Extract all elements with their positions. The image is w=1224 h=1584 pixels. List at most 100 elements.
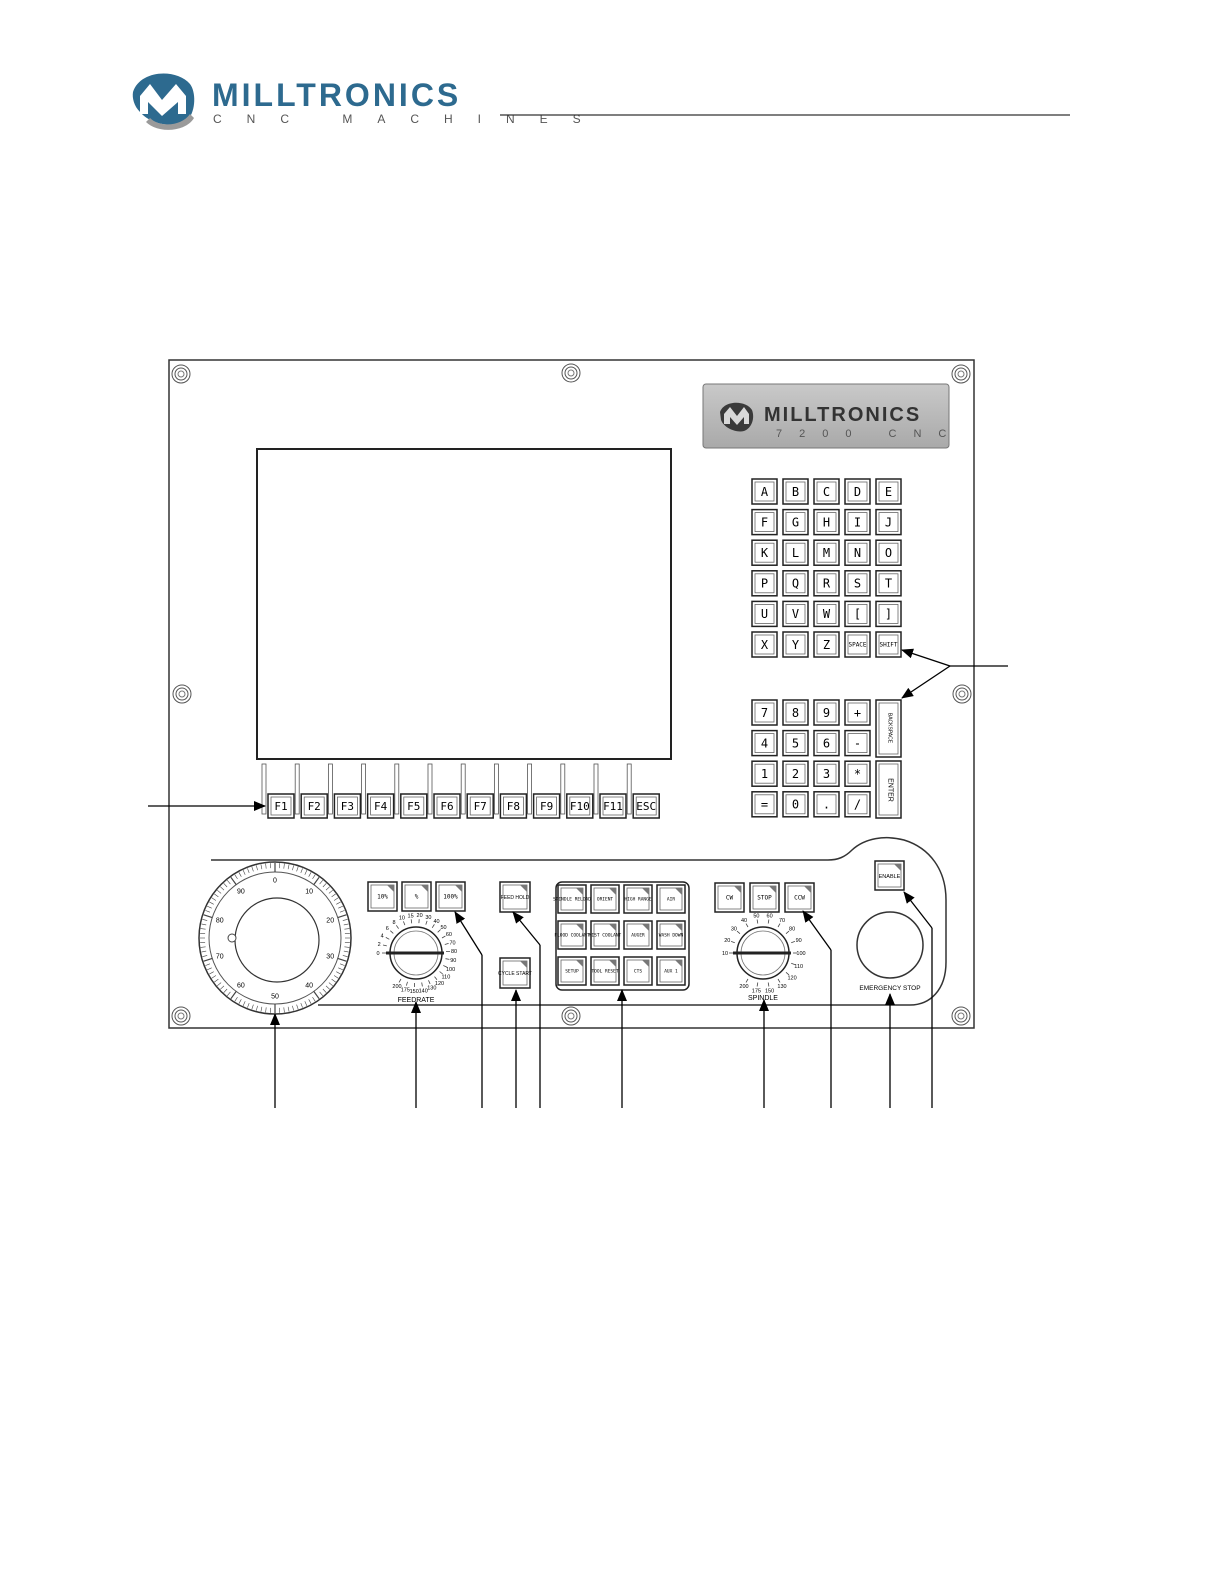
key-space[interactable]: SPACE [844, 631, 871, 658]
spindle-button-ccw[interactable]: CCW [784, 882, 815, 913]
key-close-bracket[interactable]: ] [875, 600, 902, 628]
emergency-stop-button[interactable]: EMERGENCY STOP [856, 911, 924, 992]
handwheel-knob[interactable] [234, 897, 320, 983]
key-r[interactable]: R [813, 570, 840, 597]
function-key-f1-label: F1 [274, 800, 287, 813]
key-q[interactable]: Q [782, 570, 809, 597]
key-open-bracket[interactable]: [ [844, 600, 871, 628]
key-b[interactable]: B [782, 478, 809, 505]
key-5[interactable]: 5 [782, 729, 809, 757]
key-z[interactable]: Z [813, 631, 840, 658]
key-f[interactable]: F [751, 508, 778, 536]
key-s[interactable]: S [844, 570, 871, 597]
function-key-esc[interactable]: ESC [632, 793, 660, 819]
key-w[interactable]: W [813, 600, 840, 628]
key-m[interactable]: M [813, 539, 840, 566]
function-key-f8[interactable]: F8 [499, 793, 528, 819]
key-i[interactable]: I [844, 508, 871, 536]
function-key-f2[interactable]: F2 [300, 793, 328, 819]
key-l[interactable]: L [782, 539, 809, 566]
key-2-label: 2 [792, 767, 799, 781]
key-e[interactable]: E [875, 478, 902, 505]
aux-button-wash-down[interactable]: WASH DOWN [656, 920, 686, 950]
dial-tick-label: 90 [450, 958, 456, 964]
key-a[interactable]: A [751, 478, 778, 505]
dial-tick [777, 923, 781, 928]
aux-button-spindle-reload[interactable]: SPINDLE RELOAD [553, 884, 591, 914]
key-1[interactable]: 1 [751, 760, 778, 787]
key-2[interactable]: 2 [782, 760, 809, 787]
feed-button-10[interactable]: 10% [367, 881, 398, 912]
key-9[interactable]: 9 [813, 699, 840, 726]
handwheel-tick [342, 919, 348, 921]
key-y[interactable]: Y [782, 631, 809, 658]
key-minus[interactable]: - [844, 729, 871, 757]
function-key-f9[interactable]: F9 [532, 793, 561, 819]
feed-button-100[interactable]: 100% [435, 881, 466, 912]
key-l-label: L [792, 546, 799, 560]
enable-button[interactable]: ENABLE [874, 860, 905, 891]
key-4[interactable]: 4 [751, 729, 778, 757]
key-slash[interactable]: / [844, 791, 871, 818]
key-t[interactable]: T [875, 570, 902, 597]
key-dot[interactable]: . [813, 791, 840, 818]
aux-button-setup[interactable]: SETUP [557, 956, 587, 986]
function-key-f10[interactable]: F10 [566, 793, 594, 819]
key-shift[interactable]: SHIFT [875, 631, 902, 658]
key-star[interactable]: * [844, 760, 871, 787]
key-p[interactable]: P [751, 570, 778, 597]
key-g[interactable]: G [782, 508, 809, 536]
key-u[interactable]: U [751, 600, 778, 628]
key-6[interactable]: 6 [813, 729, 840, 757]
key-j[interactable]: J [875, 508, 902, 536]
key-8[interactable]: 8 [782, 699, 809, 726]
key-h[interactable]: H [813, 508, 840, 536]
key-v[interactable]: V [782, 600, 809, 628]
aux-button-tool-reset[interactable]: TOOL RESET [590, 956, 620, 986]
key-equals[interactable]: = [751, 791, 778, 818]
feed-override-buttons: 10%%100% [367, 881, 466, 912]
aux-button-mist-coolant[interactable]: MIST COOLANT [589, 920, 622, 950]
handwheel-tick [206, 967, 212, 971]
key-7[interactable]: 7 [751, 699, 778, 726]
key-n[interactable]: N [844, 539, 871, 566]
key-o[interactable]: O [875, 539, 902, 566]
aux-button-aux-1[interactable]: AUX 1 [656, 956, 686, 986]
aux-button-flood-coolant[interactable]: FLOOD COOLANT [554, 920, 590, 950]
key-plus[interactable]: + [844, 699, 871, 726]
enter-key[interactable]: ENTER [875, 760, 902, 819]
cycle-start-button[interactable]: CYCLE START [498, 957, 532, 989]
aux-button-cts[interactable]: CTS [623, 956, 653, 986]
function-key-f4[interactable]: F4 [366, 793, 395, 819]
key-c[interactable]: C [813, 478, 840, 505]
spindle-button-stop[interactable]: STOP [749, 882, 780, 913]
function-key-f6[interactable]: F6 [433, 793, 461, 819]
key-k[interactable]: K [751, 539, 778, 566]
function-key-f3[interactable]: F3 [333, 793, 362, 819]
feed-hold-button[interactable]: FEED HOLD [499, 881, 531, 913]
function-key-f11[interactable]: F11 [599, 793, 627, 819]
dial-tick [395, 925, 399, 929]
key-d[interactable]: D [844, 478, 871, 505]
aux-button-air[interactable]: AIR [656, 884, 686, 914]
aux-button-high-range[interactable]: HIGH RANGE [623, 884, 653, 914]
handwheel-tick [201, 923, 207, 926]
spindle-button-cw[interactable]: CW [714, 882, 745, 913]
handwheel-tick [251, 1004, 254, 1010]
aux-button-auger[interactable]: AUGER [623, 920, 653, 950]
handwheel-tick [287, 1006, 290, 1012]
backspace-key[interactable]: BACKSPACE [875, 699, 902, 758]
key-0[interactable]: 0 [782, 791, 809, 818]
handwheel-tick [200, 946, 206, 948]
key-x[interactable]: X [751, 631, 778, 658]
aux-button-orient[interactable]: ORIENT [590, 884, 620, 914]
key-u-label: U [761, 607, 768, 621]
function-key-f1[interactable]: F1 [267, 793, 295, 819]
key-3[interactable]: 3 [813, 760, 840, 787]
feed-button-percent[interactable]: % [401, 881, 432, 912]
function-key-f7[interactable]: F7 [466, 793, 494, 819]
function-key-f5[interactable]: F5 [400, 793, 428, 819]
